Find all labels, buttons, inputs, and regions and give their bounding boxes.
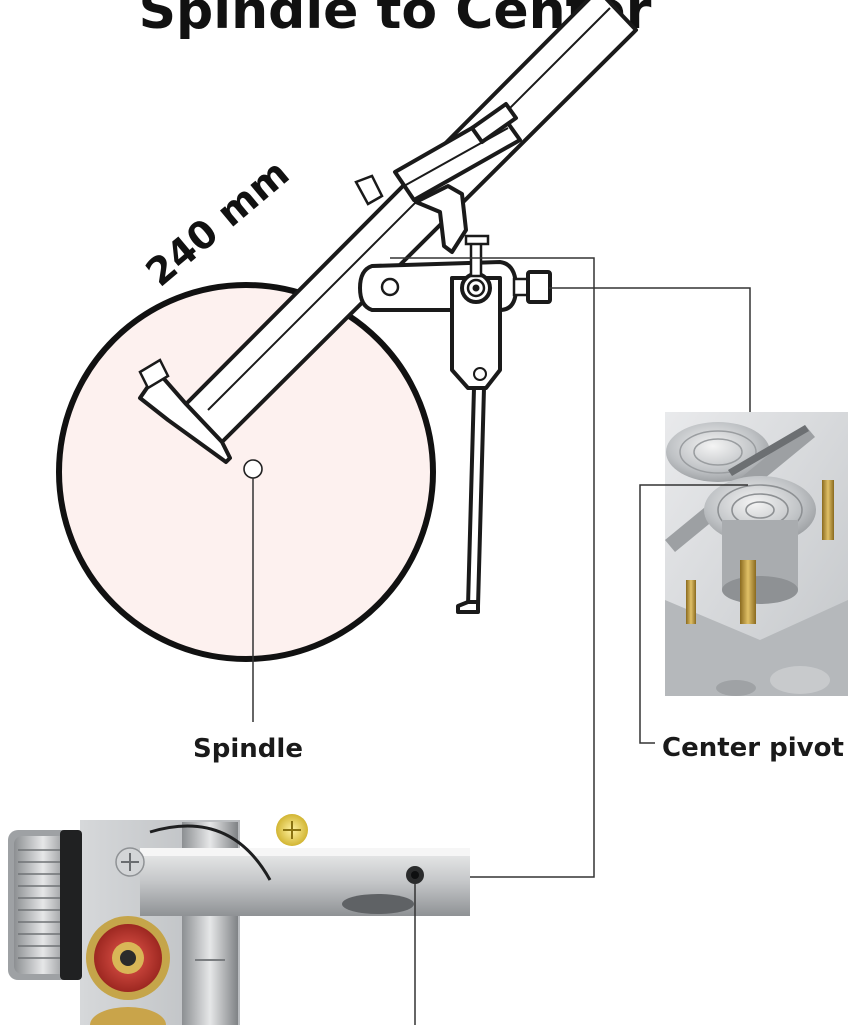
spindle-label: Spindle	[193, 734, 303, 764]
center-pivot-label: Center pivot	[662, 733, 844, 763]
measurement-label: 240 mm	[138, 151, 298, 295]
arm-base-icon	[8, 814, 470, 1025]
center-pivot-label-leader	[639, 484, 748, 744]
spindle-marker	[243, 459, 263, 479]
arm-base-leader-line	[390, 257, 595, 878]
pivot-bearing-icon	[665, 412, 848, 696]
tonearm-icon	[358, 234, 552, 614]
caliper-icon	[138, 0, 638, 464]
